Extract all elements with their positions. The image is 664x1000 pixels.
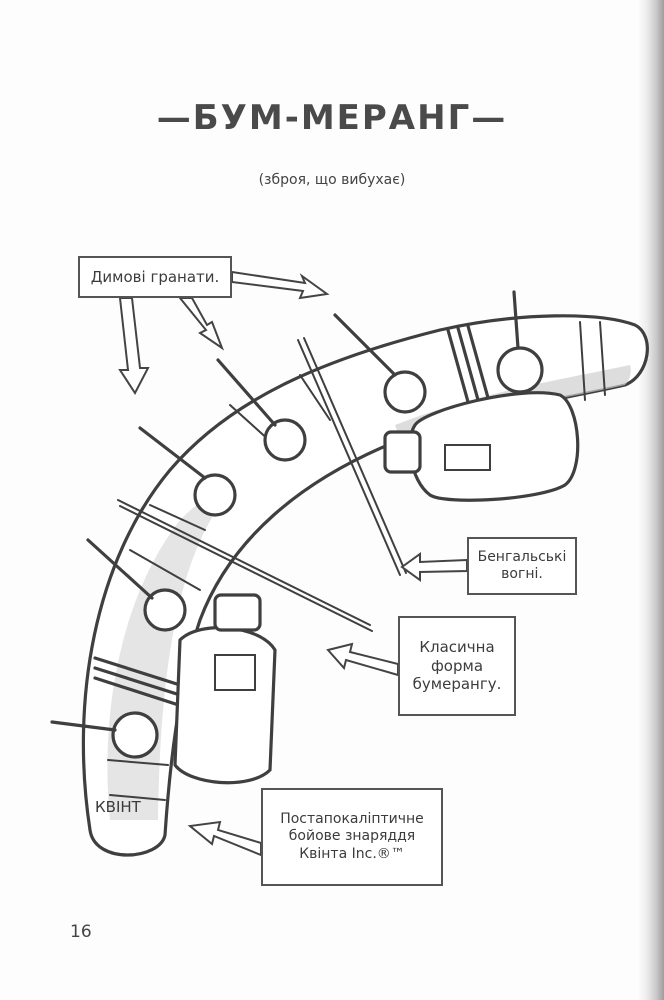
page-title: —БУМ-МЕРАНГ— xyxy=(156,98,508,138)
canister-upper xyxy=(383,391,580,502)
canister-lower xyxy=(173,593,277,785)
smoke-grenade xyxy=(50,711,159,759)
smoke-grenade xyxy=(216,358,307,462)
book-gutter-shadow xyxy=(638,0,664,1000)
smoke-grenade xyxy=(86,538,187,632)
sparkler xyxy=(117,499,373,632)
arrow-smoke-down xyxy=(118,297,150,395)
callout-smoke-grenades: Димові гранати. xyxy=(78,256,232,298)
arrow-smoke-to-right xyxy=(231,270,330,300)
arrow-sparklers xyxy=(400,552,468,582)
callout-combat-gear: Постапокаліптичне бойове знаряддя Квінта… xyxy=(261,788,443,886)
page-number: 16 xyxy=(70,922,92,942)
arrow-shape xyxy=(326,642,399,677)
callout-smoke-grenades-text: Димові гранати. xyxy=(90,267,220,286)
smoke-grenade xyxy=(333,313,427,414)
callout-combat-gear-text: Постапокаліптичне бойове знаряддя Квінта… xyxy=(280,810,424,862)
smoke-grenade xyxy=(138,426,237,517)
sparkler xyxy=(297,337,407,576)
page-subtitle: (зброя, що вибухає) xyxy=(258,172,406,188)
arrow-smoke-to-diagonal xyxy=(177,297,225,351)
smoke-grenade xyxy=(496,290,544,394)
callout-classic-shape-text: Класична форма бумерангу. xyxy=(412,637,502,694)
callout-sparklers: Бенгальські вогні. xyxy=(467,537,577,595)
arrow-gear xyxy=(187,820,262,857)
kvint-engraving: КВІНТ xyxy=(95,798,142,816)
callout-sparklers-text: Бенгальські вогні. xyxy=(477,548,567,583)
callout-classic-shape: Класична форма бумерангу. xyxy=(398,616,516,716)
